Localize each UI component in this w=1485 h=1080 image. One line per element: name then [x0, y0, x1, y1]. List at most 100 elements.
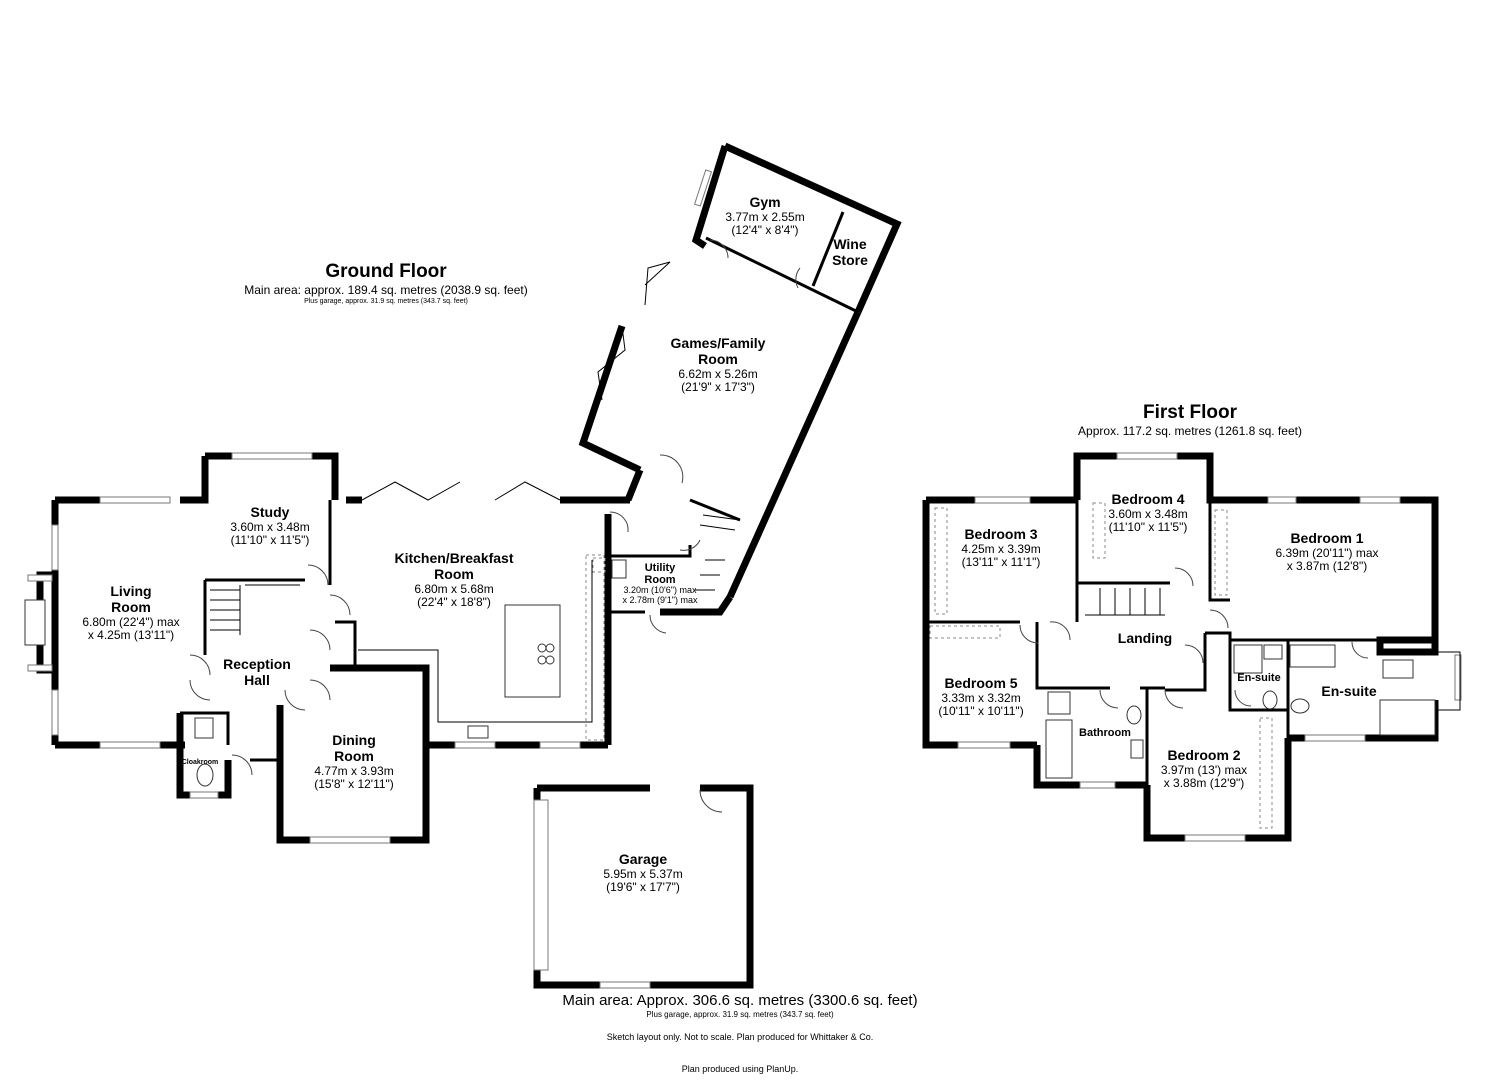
room-name: Room [698, 351, 738, 367]
room-landing: Landing [1118, 630, 1172, 646]
room-name: Wine [833, 236, 867, 252]
kitchen-units [585, 554, 605, 741]
room-dim-imperial: x 4.25m (13'11") [88, 628, 174, 642]
ground-floor-garage-note: Plus garage, approx. 31.9 sq. metres (34… [304, 298, 468, 305]
room-name: Store [832, 252, 868, 268]
living-window-left-top [51, 524, 59, 571]
ensuite-window [1454, 654, 1462, 701]
room-name: Study [251, 504, 290, 520]
bathroom-basin-icon [1130, 739, 1144, 759]
footer: Main area: Approx. 306.6 sq. metres (330… [562, 992, 917, 1074]
room-dim-imperial: (11'10" x 11'5") [1109, 520, 1188, 534]
first-floor-title: First Floor [1143, 402, 1238, 423]
room-name: Kitchen/Breakfast [394, 550, 513, 566]
hob-icon [545, 655, 555, 665]
ground-floor-windows [27, 169, 713, 989]
bathroom-window [1079, 781, 1116, 789]
room-bedroom-5: Bedroom 5 3.33m x 3.32m (10'11" x 10'11"… [938, 675, 1023, 718]
footer-garage-note: Plus garage, approx. 31.9 sq. metres (34… [646, 1010, 834, 1019]
gym-door [709, 239, 729, 259]
bathroom-bath-icon [1045, 719, 1073, 779]
ensuite-shower-icon [1289, 644, 1336, 668]
room-bedroom-2: Bedroom 2 3.97m (13') max x 3.88m (12'9"… [1161, 747, 1247, 790]
room-dim-metric: 3.20m (10'6") max [624, 585, 697, 595]
bedroom2-wardrobe [1259, 717, 1273, 829]
utility-stairs [695, 514, 741, 591]
study-door [307, 564, 329, 586]
room-name: En-suite [1321, 683, 1376, 699]
hall-door [309, 629, 331, 651]
room-utility: Utility Room 3.20m (10'6") max x 2.78m (… [623, 562, 698, 605]
room-name: Dining [332, 732, 376, 748]
ensuite-wc-icon [1290, 698, 1310, 714]
small-ensuite-door [1234, 689, 1252, 707]
bay-bedroom1 [1435, 651, 1461, 711]
room-dim-metric: 3.60m x 3.48m [230, 520, 309, 534]
bay-window-bottom [27, 664, 53, 672]
room-name: Cloakroom [182, 759, 219, 766]
kitchen-sink-icon [467, 725, 489, 739]
room-name: Living [110, 583, 151, 599]
footer-main-area: Main area: Approx. 306.6 sq. metres (330… [562, 992, 917, 1009]
room-name: Bedroom 4 [1111, 491, 1184, 507]
room-gym: Gym 3.77m x 2.55m (12'4" x 8'4") [725, 194, 804, 237]
landing-door [1184, 644, 1204, 664]
garage-side-door [699, 789, 723, 813]
room-name: Bedroom 3 [964, 526, 1037, 542]
room-reception-hall: Reception Hall [223, 656, 291, 688]
room-name: Room [111, 599, 151, 615]
cloakroom-window [189, 791, 219, 799]
study-window [231, 452, 313, 460]
room-name: En-suite [1237, 672, 1280, 684]
kitchen-door [609, 511, 629, 533]
room-bathroom: Bathroom [1079, 727, 1131, 739]
room-dim-imperial: (10'11" x 10'11") [938, 704, 1023, 718]
ground-floor-title: Ground Floor [325, 261, 447, 282]
garage-door [533, 799, 549, 971]
room-dim-imperial: x 2.78m (9'1") max [623, 595, 698, 605]
room-dim-metric: 5.95m x 5.37m [603, 867, 682, 881]
room-dim-imperial: (22'4" x 18'8") [417, 595, 491, 609]
utility-door [649, 614, 667, 634]
utility-back-door [679, 539, 701, 551]
bedroom1-window-2 [1359, 496, 1401, 504]
utility-appliance [592, 557, 606, 573]
first-floor-stairs [1085, 588, 1165, 616]
bedroom4-window [1116, 452, 1178, 460]
room-dim-metric: 6.39m (20'11") max [1275, 546, 1378, 560]
dining-door [284, 689, 306, 711]
footer-credit: Plan produced using PlanUp. [682, 1064, 799, 1074]
bathroom-shower-icon [1047, 691, 1071, 715]
ground-floor-fixtures [24, 239, 801, 813]
hob-icon [545, 643, 555, 653]
room-bedroom-4: Bedroom 4 3.60m x 3.48m (11'10" x 11'5") [1108, 491, 1187, 534]
room-name: Gym [749, 194, 780, 210]
cloakroom-wc-icon [196, 763, 214, 787]
room-name: Hall [244, 672, 270, 688]
room-dim-metric: 6.80m (22'4") max [82, 615, 179, 629]
ground-floor-heading: Ground Floor Main area: approx. 189.4 sq… [244, 261, 528, 305]
first-floor-area: Approx. 117.2 sq. metres (1261.8 sq. fee… [1078, 424, 1302, 438]
ensuite-basin-icon [1382, 659, 1414, 679]
hob-icon [537, 655, 547, 665]
living-window-bottom [99, 741, 161, 749]
room-name: Bedroom 2 [1167, 747, 1240, 763]
room-garage: Garage 5.95m x 5.37m (19'6" x 17'7") [603, 851, 682, 894]
room-dim-imperial: x 3.88m (12'9") [1164, 776, 1245, 790]
room-name: Room [434, 566, 474, 582]
room-name: Games/Family [671, 335, 766, 351]
gym-window [693, 169, 713, 207]
bay-window-top [27, 574, 53, 582]
room-dim-metric: 3.60m x 3.48m [1108, 507, 1187, 521]
room-name: Utility [645, 562, 676, 574]
ensuite-window-bottom [1304, 734, 1366, 742]
room-dim-metric: 6.62m x 5.26m [678, 367, 757, 381]
bedroom3-window [974, 496, 1031, 504]
room-kitchen-breakfast: Kitchen/Breakfast Room 6.80m x 5.68m (22… [394, 550, 513, 609]
room-living: Living Room 6.80m (22'4") max x 4.25m (1… [82, 583, 179, 642]
games-door [659, 454, 684, 484]
bedroom5-door [1019, 624, 1039, 644]
room-name: Landing [1118, 630, 1172, 646]
small-ensuite-wc-icon [1262, 690, 1278, 710]
